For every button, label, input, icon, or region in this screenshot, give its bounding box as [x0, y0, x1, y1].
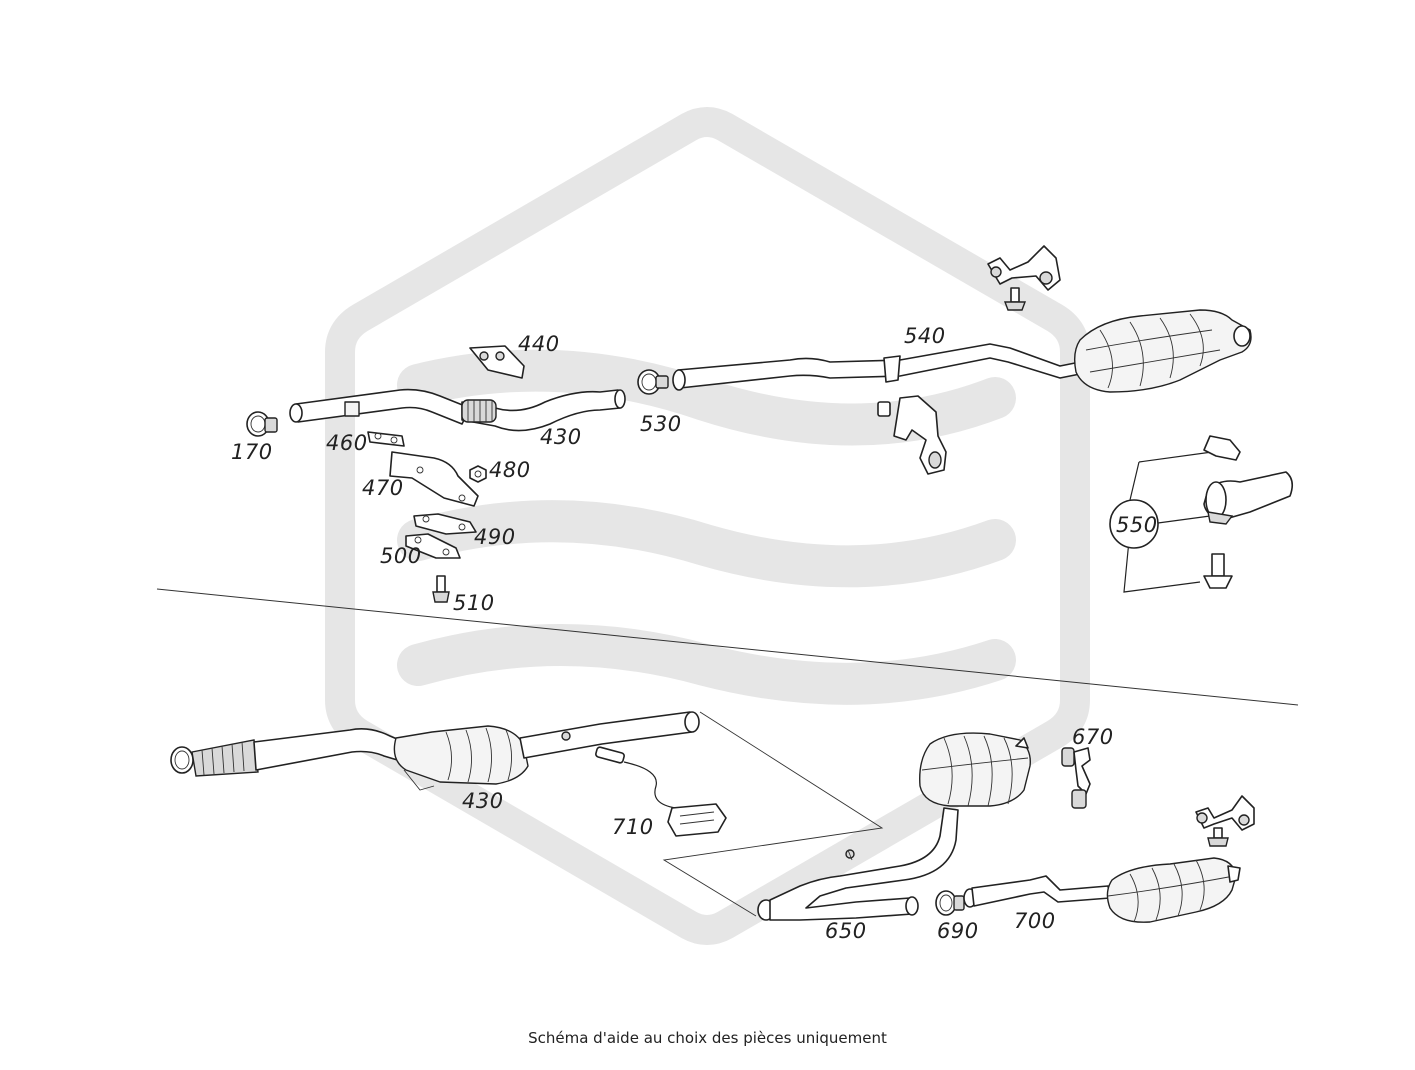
part-front-pipe[interactable]: [289, 388, 471, 425]
part-550-tailpipe-group[interactable]: [1109, 435, 1294, 593]
diagram-caption: Schéma d'aide au choix des pièces unique…: [528, 1029, 887, 1047]
label-690: 690: [937, 919, 979, 943]
label-430-top: 430: [540, 425, 582, 449]
label-460: 460: [326, 431, 368, 455]
part-510-bolt[interactable]: [432, 575, 450, 603]
part-490-plate[interactable]: [413, 513, 477, 535]
label-510: 510: [453, 591, 495, 615]
part-460-bracket[interactable]: [367, 431, 405, 447]
label-650: 650: [825, 919, 867, 943]
label-430-bottom: 430: [462, 789, 504, 813]
part-bottom-rear-hanger[interactable]: [1195, 795, 1255, 847]
part-430-flex-pipe[interactable]: [461, 389, 626, 432]
part-labels: 170 460 470 440 430 480 490 500 510 530 …: [231, 324, 1158, 943]
label-540: 540: [904, 324, 946, 348]
label-470: 470: [362, 476, 404, 500]
label-480: 480: [489, 458, 531, 482]
divider-line: [156, 588, 1299, 706]
part-710-sensor[interactable]: [595, 746, 727, 837]
part-430-bottom-catalyst[interactable]: [170, 711, 700, 791]
part-540-rear-section[interactable]: [672, 309, 1252, 393]
part-center-silencer[interactable]: [919, 732, 1031, 807]
part-480-nut[interactable]: [469, 465, 487, 483]
part-530-clamp[interactable]: [637, 369, 669, 395]
part-440-gasket[interactable]: [469, 345, 525, 379]
label-170: 170: [231, 440, 273, 464]
part-670-hanger[interactable]: [1061, 747, 1091, 809]
label-550: 550: [1116, 513, 1158, 537]
detail-reference-lines: [662, 711, 884, 917]
part-hanger-bolt[interactable]: [1003, 287, 1027, 311]
part-middle-hanger[interactable]: [877, 395, 947, 475]
part-700-rear-silencer[interactable]: [963, 857, 1241, 923]
part-690-clamp[interactable]: [935, 890, 965, 916]
label-440: 440: [518, 332, 560, 356]
label-670: 670: [1072, 725, 1114, 749]
part-500-plate[interactable]: [405, 533, 461, 559]
part-470-support[interactable]: [389, 451, 479, 507]
label-500: 500: [380, 544, 422, 568]
part-rear-hanger[interactable]: [987, 245, 1061, 291]
part-170-clamp[interactable]: [246, 411, 278, 437]
part-650-y-pipe[interactable]: [757, 807, 959, 921]
label-700: 700: [1014, 909, 1056, 933]
label-710: 710: [612, 815, 654, 839]
label-530: 530: [640, 412, 682, 436]
label-490: 490: [474, 525, 516, 549]
